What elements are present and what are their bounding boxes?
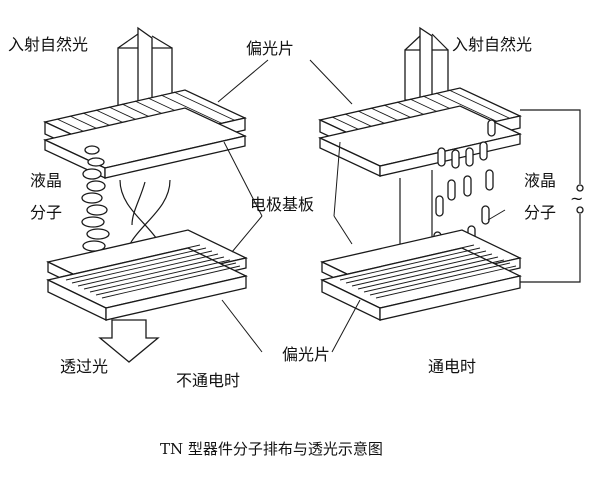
left-device	[43, 26, 248, 363]
right-bottom-polarizer	[320, 244, 522, 322]
right-incident-light-label: 入射自然光	[452, 35, 533, 54]
right-incident-beam	[404, 26, 449, 106]
left-incident-beam	[117, 26, 173, 114]
top-polarizer-label: 偏光片	[246, 39, 295, 58]
left-transmitted-arrow	[98, 319, 160, 363]
terminal-dot	[576, 184, 584, 192]
left-molecule-label: 分子	[30, 203, 63, 222]
right-device	[318, 26, 584, 322]
figure-caption: TN 型器件分子排布与透光示意图	[160, 440, 383, 458]
transmitted-light-label: 透过光	[60, 357, 109, 376]
power-on-label: 通电时	[428, 357, 477, 376]
left-liquid-crystal-label: 液晶	[30, 171, 63, 190]
right-liquid-crystal-label: 液晶	[524, 171, 557, 190]
bottom-polarizer-label: 偏光片	[282, 345, 331, 364]
electrode-substrate-label: 电极基板	[250, 195, 315, 214]
left-bottom-polarizer	[46, 244, 248, 322]
right-ac-circuit	[520, 109, 584, 283]
right-molecule-label: 分子	[524, 203, 557, 222]
left-incident-light-label: 入射自然光	[8, 35, 89, 54]
no-power-label: 不通电时	[176, 371, 241, 390]
ac-source-symbol: ~	[570, 189, 584, 208]
leader-lines	[217, 59, 506, 353]
terminal-dot	[576, 206, 584, 214]
